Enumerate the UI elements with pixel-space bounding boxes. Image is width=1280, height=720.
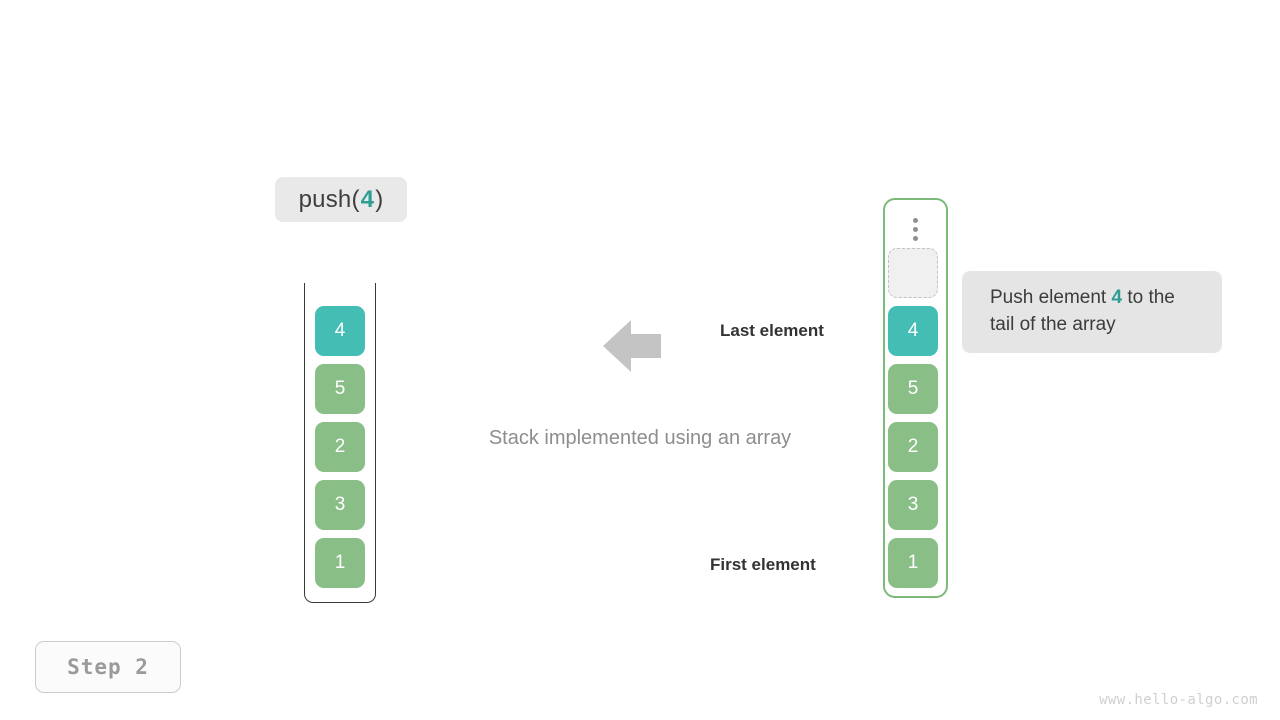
step-badge: Step 2: [35, 641, 181, 693]
stack-cell-value: 3: [334, 494, 346, 515]
arrow-left-icon: [603, 319, 661, 373]
stack-cell: 4: [315, 306, 365, 356]
tooltip-text-before: Push element: [990, 287, 1112, 308]
stack-cell: 1: [315, 538, 365, 588]
first-element-label: First element: [710, 555, 816, 574]
stack-cell-value: 4: [334, 320, 346, 341]
array-cell-value: 5: [907, 378, 919, 399]
stack-container: 4 5 2 3 1: [304, 283, 376, 603]
stack-cell: 3: [315, 480, 365, 530]
array-cell: 4: [888, 306, 938, 356]
array-empty-slot: [888, 248, 938, 298]
operation-label: push(4): [275, 177, 407, 222]
stack-cell-value: 5: [334, 378, 346, 399]
operation-name: push: [298, 185, 352, 213]
array-cell-value: 2: [907, 436, 919, 457]
array-cell-list: 4 5 2 3 1: [888, 248, 938, 588]
operation-close-paren: ): [375, 185, 384, 213]
array-cell: 5: [888, 364, 938, 414]
stack-cell-list: 4 5 2 3 1: [315, 306, 365, 588]
ellipsis-dot: [913, 217, 918, 223]
last-element-label: Last element: [720, 321, 824, 340]
array-cell: 1: [888, 538, 938, 588]
array-cell: 2: [888, 422, 938, 472]
ellipsis-dot: [913, 235, 918, 241]
stack-cell: 2: [315, 422, 365, 472]
vertical-ellipsis-icon: [883, 212, 948, 246]
stack-cell-value: 1: [334, 552, 346, 573]
diagram-caption: Stack implemented using an array: [488, 427, 792, 449]
tooltip-text-after: to the tail of the array: [990, 287, 1175, 335]
array-container: 4 5 2 3 1: [883, 198, 948, 598]
ellipsis-dot: [913, 226, 918, 232]
tooltip-highlight-value: 4: [1111, 287, 1123, 308]
stack-cell: 5: [315, 364, 365, 414]
array-cell-value: 3: [907, 494, 919, 515]
operation-open-paren: (: [351, 185, 360, 213]
stack-frame-border: [304, 283, 376, 603]
description-tooltip: Push element 4 to the tail of the array: [962, 271, 1222, 353]
stack-cell-value: 2: [334, 436, 346, 457]
array-cell: 3: [888, 480, 938, 530]
watermark: www.hello-algo.com: [1099, 692, 1258, 708]
operation-argument: 4: [360, 185, 375, 213]
array-cell-value: 1: [907, 552, 919, 573]
array-cell-value: 4: [907, 320, 919, 341]
